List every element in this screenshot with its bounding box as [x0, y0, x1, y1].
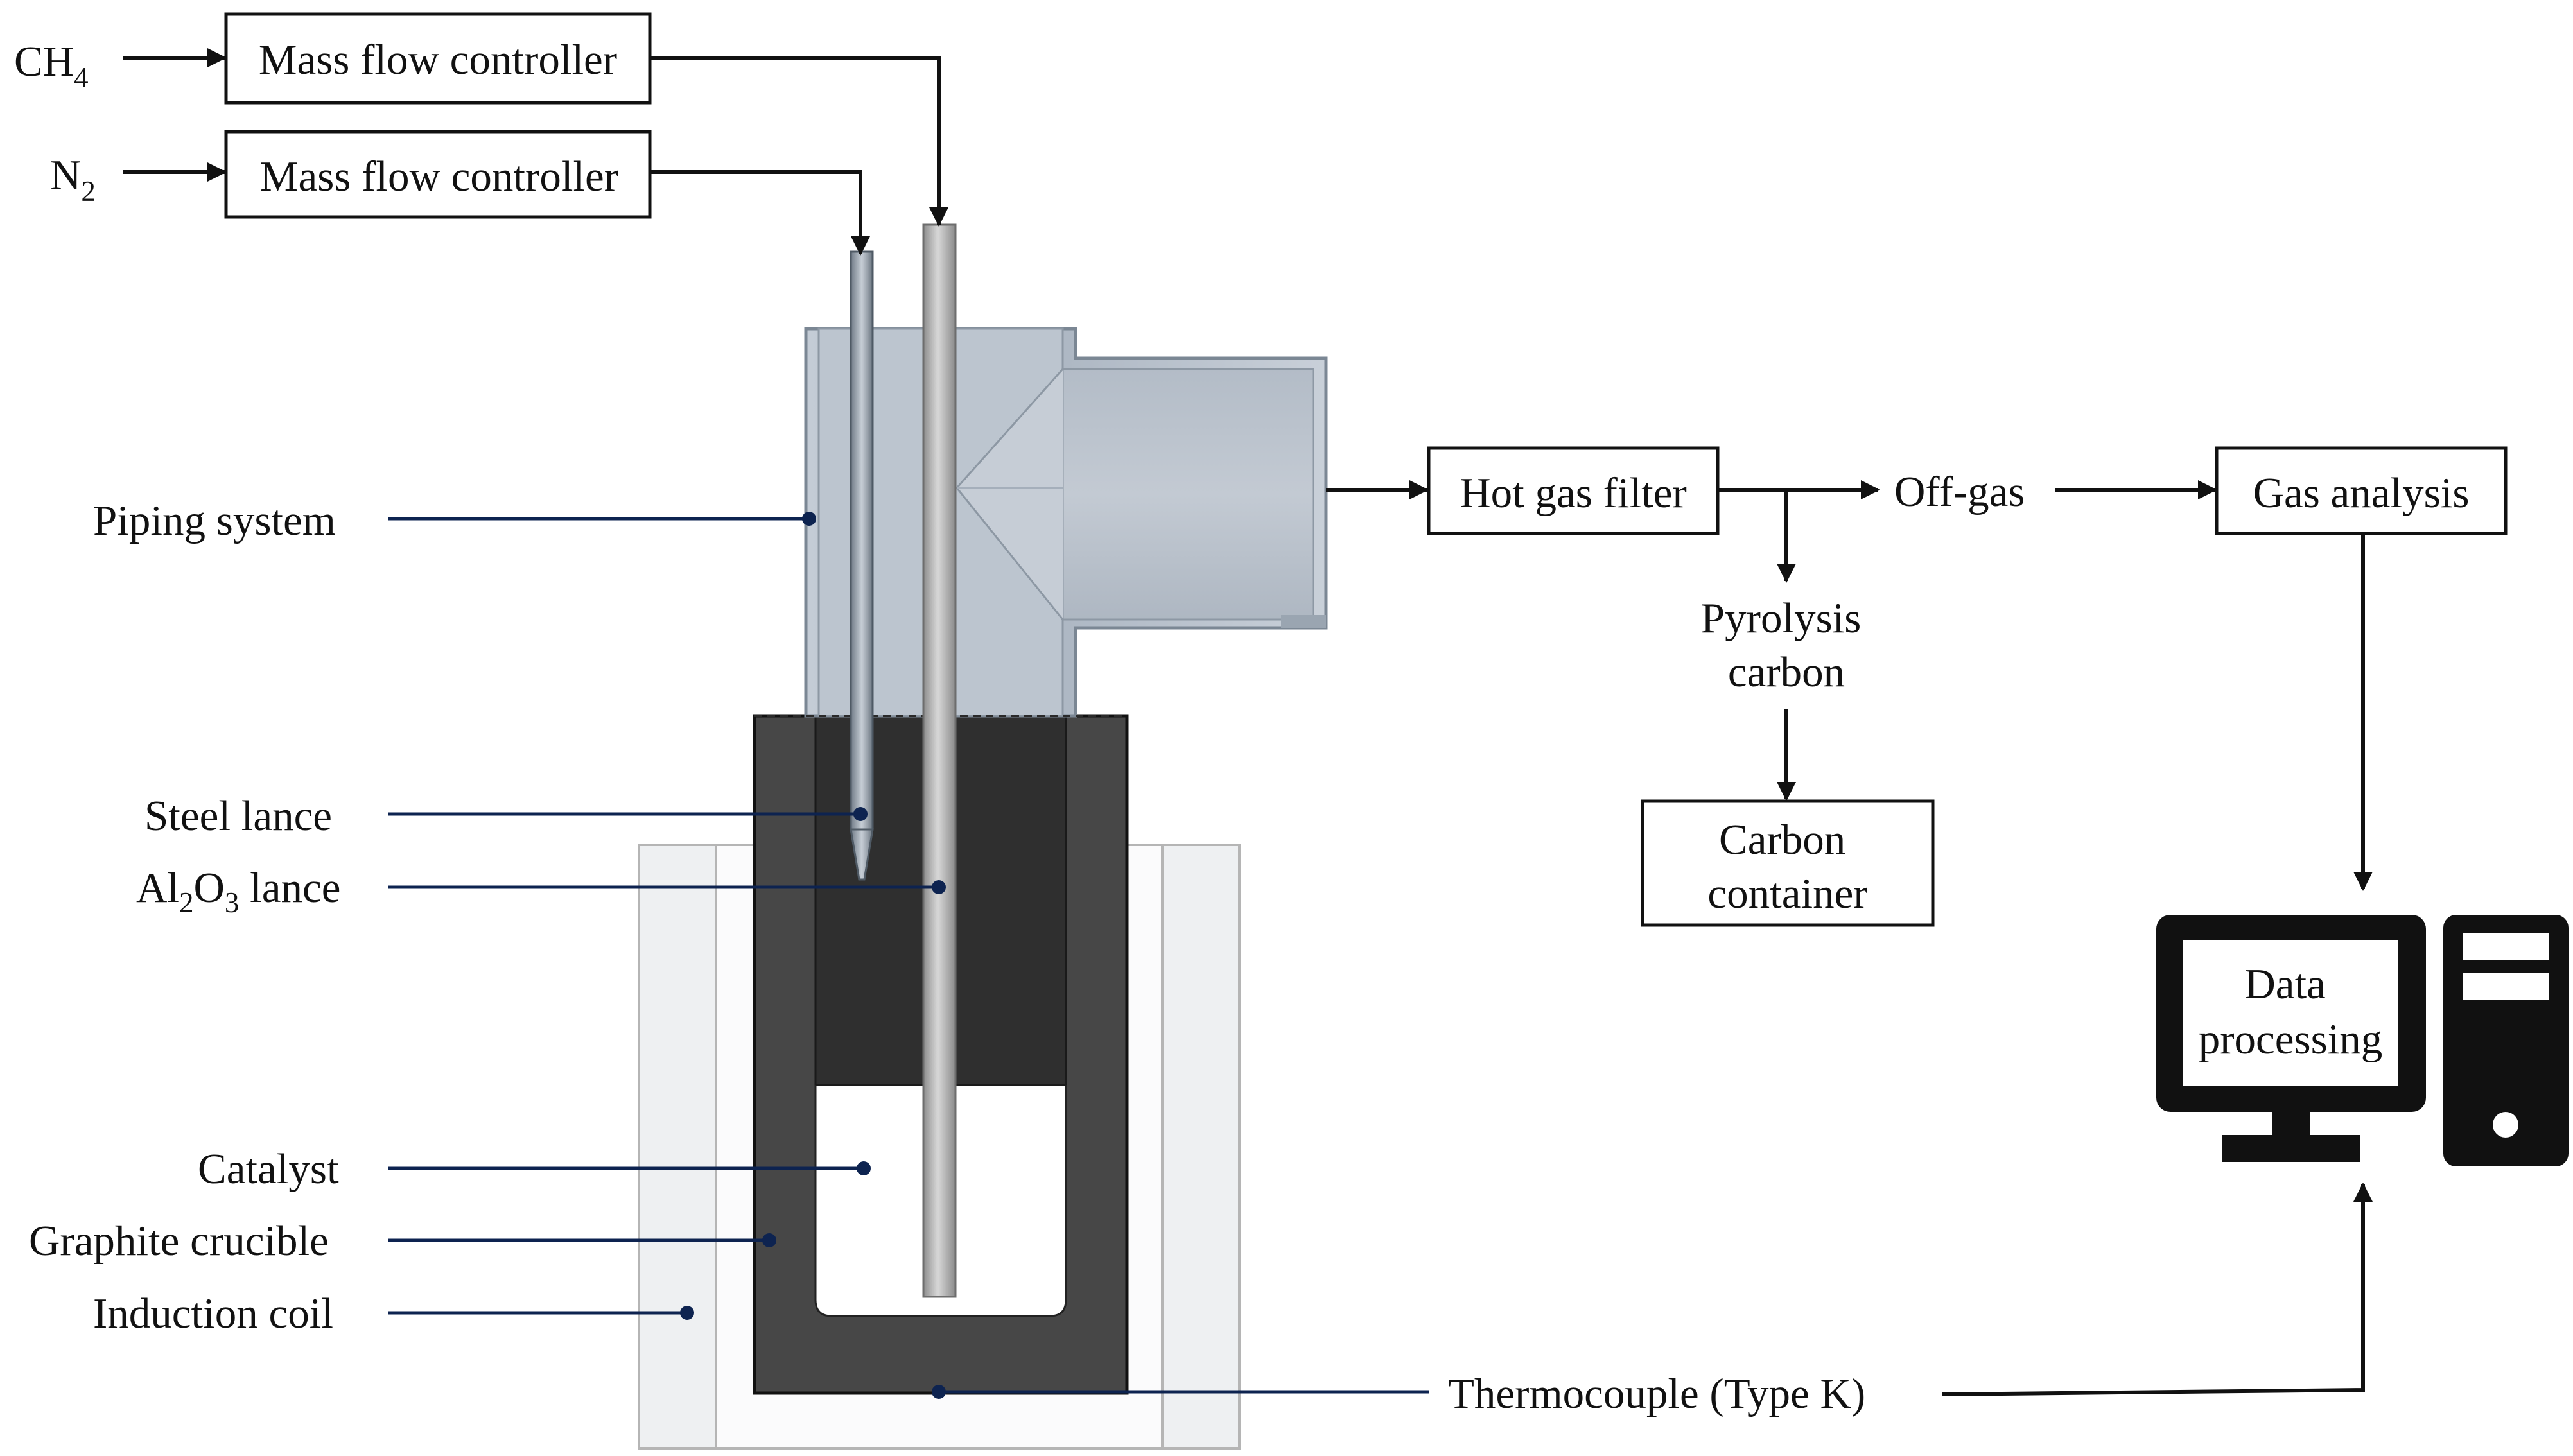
- al2o3-lance-callout: Al2O3 lance: [136, 864, 946, 919]
- piping-system-callout: Piping system: [93, 497, 816, 544]
- mfc-ch4-text: Mass flow controller: [259, 36, 617, 83]
- graphite-crucible-callout: Graphite crucible: [29, 1217, 776, 1265]
- catalyst-callout: Catalyst: [198, 1145, 871, 1193]
- carbon-container-text: Carbon container: [1707, 816, 1867, 917]
- carbon-container: Carbon container: [1641, 799, 1935, 927]
- induction-coil-callout: Induction coil: [93, 1290, 694, 1337]
- off-gas-label: Off-gas: [1894, 468, 2025, 516]
- al2o3-lance-label: Al2O3 lance: [136, 864, 340, 919]
- hot-gas-filter: Hot gas filter: [1427, 446, 1720, 535]
- mfc-n2-text: Mass flow controller: [260, 153, 618, 200]
- thermocouple-dot: [932, 1385, 946, 1399]
- thermocouple-label: Thermocouple (Type K): [1448, 1370, 1865, 1417]
- al2o3-lance-tube: [922, 223, 957, 1298]
- mass-flow-controller-n2: Mass flow controller: [224, 130, 652, 219]
- steel-lance-tube: [850, 250, 874, 881]
- computer-icon: [2156, 915, 2569, 1166]
- steel-lance-callout: Steel lance: [144, 792, 868, 840]
- mass-flow-controller-ch4: Mass flow controller: [224, 12, 652, 105]
- catalyst-label: Catalyst: [198, 1145, 339, 1193]
- hot-gas-filter-text: Hot gas filter: [1460, 469, 1687, 517]
- pyrolysis-carbon-label: Pyrolysis carbon: [1701, 594, 1872, 696]
- gas-analysis: Gas analysis: [2215, 446, 2508, 535]
- gas-analysis-text: Gas analysis: [2253, 469, 2470, 517]
- induction-coil-label: Induction coil: [93, 1290, 333, 1337]
- data-processing-text: Data processing: [2199, 960, 2383, 1063]
- ch4-to-al2o3-arrow: [650, 56, 948, 227]
- n2-label: N2: [50, 152, 96, 207]
- piping-system: [754, 327, 1328, 718]
- piping-system-label: Piping system: [93, 497, 336, 544]
- thermocouple-to-computer-arrow: [1942, 1183, 2373, 1396]
- graphite-crucible-label: Graphite crucible: [29, 1217, 329, 1265]
- ch4-label: CH4: [14, 38, 89, 94]
- steel-lance-label: Steel lance: [144, 792, 332, 840]
- n2-to-steel-arrow: [650, 170, 870, 256]
